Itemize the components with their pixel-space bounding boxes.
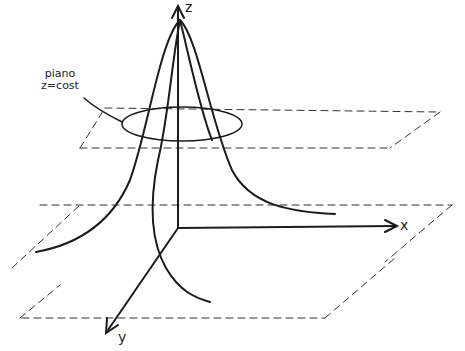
axis-label: y [118, 330, 126, 345]
plane-label: piano z=cost [38, 68, 82, 91]
axis-label: x [400, 218, 408, 233]
axis-label: z [185, 0, 192, 15]
